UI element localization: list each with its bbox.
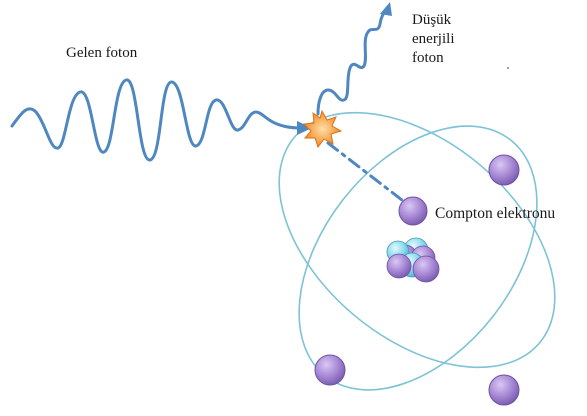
orbit-ring-1 <box>278 111 556 369</box>
scattered-photon-label-line-1: Düşük <box>412 12 452 28</box>
incoming-photon-arrowhead <box>297 121 312 135</box>
compton-electron <box>398 196 428 226</box>
scattered-photon-wave <box>316 10 387 116</box>
scattered-photon-label-line-2: enerjili <box>412 31 455 47</box>
nucleus <box>386 237 440 283</box>
electron-ejection-path <box>326 141 404 202</box>
compton-electron-label: Compton elektronu <box>435 205 556 222</box>
incoming-photon-label: Gelen foton <box>66 45 138 61</box>
starburst-icon <box>302 109 343 149</box>
scattered-photon-label: Düşük enerjili foton <box>412 11 454 68</box>
scattered-photon-arrowhead <box>380 2 392 16</box>
electron-top-right <box>488 154 520 186</box>
electron-bottom-right <box>488 374 520 406</box>
incoming-photon-wave <box>10 78 300 162</box>
electron-bottom-left <box>314 354 346 386</box>
scattered-photon-label-line-3: foton <box>412 50 444 66</box>
stray-dot <box>507 67 509 69</box>
